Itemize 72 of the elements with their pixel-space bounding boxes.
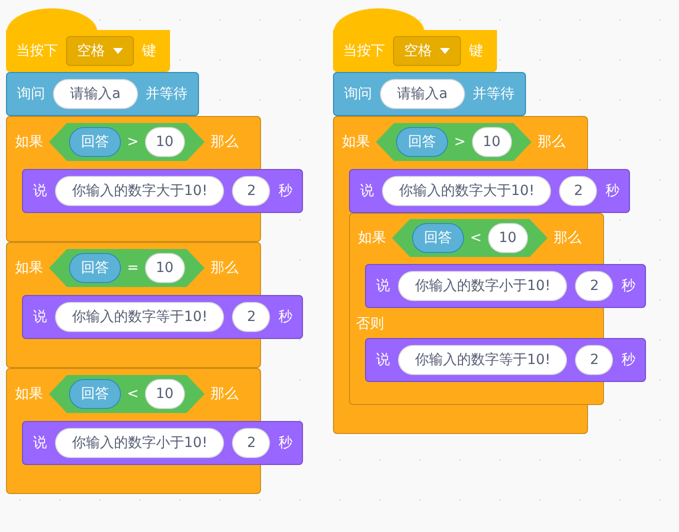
say-block: [365, 264, 646, 308]
text-input: 请输入a: [380, 79, 465, 109]
text-input: 10: [144, 379, 185, 409]
block-label: 那么: [538, 133, 566, 151]
text-input: 10: [144, 127, 185, 157]
say-block: [22, 421, 304, 465]
text-input: 2: [575, 271, 614, 301]
block-label: 如果: [15, 259, 43, 277]
block-label: 说: [360, 182, 374, 200]
block-label: 那么: [210, 385, 239, 403]
block-label: 说: [33, 308, 47, 326]
text-input: 你输入的数字大于10!: [55, 176, 224, 206]
operator-label: >: [127, 134, 139, 150]
block-label: 秒: [621, 277, 636, 295]
block-label: 秒: [278, 308, 292, 326]
text-input: 2: [559, 176, 598, 206]
block-label: 秒: [605, 182, 620, 200]
text-input: 你输入的数字等于10!: [398, 345, 568, 375]
text-input: 10: [472, 127, 512, 157]
operator-label: =: [127, 260, 139, 276]
text-input: 10: [488, 223, 528, 253]
block-label: 否则: [356, 315, 384, 333]
block-label: 并等待: [146, 85, 188, 103]
block-label: 那么: [210, 133, 239, 151]
say-block: [22, 295, 304, 339]
ask-block: [6, 72, 199, 116]
answer-reporter: 回答: [69, 127, 121, 157]
block-label: 说: [376, 277, 390, 295]
answer-reporter: 回答: [412, 223, 464, 253]
ask-block: [333, 72, 526, 116]
say-block: [349, 169, 630, 213]
block-label: 并等待: [472, 85, 515, 103]
text-input: 你输入的数字小于10!: [55, 428, 224, 458]
key-dropdown: 空格: [393, 36, 461, 66]
block-label: 如果: [358, 229, 386, 247]
say-block: [22, 169, 304, 213]
block-label: 如果: [342, 133, 370, 151]
block-label: 当按下: [343, 42, 385, 60]
text-input: 你输入的数字大于10!: [382, 176, 552, 206]
text-input: 请输入a: [53, 79, 138, 109]
block-label: 键: [469, 42, 483, 60]
block-label: 说: [33, 182, 47, 200]
block-label: 如果: [15, 133, 43, 151]
text-input: 2: [232, 176, 270, 206]
block-label: 询问: [17, 85, 45, 103]
block-label: 那么: [210, 259, 239, 277]
block-label: 键: [142, 42, 156, 60]
hat-block: [333, 8, 497, 72]
answer-reporter: 回答: [69, 379, 121, 409]
text-input: 2: [232, 302, 270, 332]
block-label: 秒: [621, 351, 636, 369]
text-input: 10: [144, 253, 185, 283]
text-input: 2: [575, 345, 614, 375]
key-dropdown: 空格: [66, 36, 134, 66]
text-input: 2: [232, 428, 270, 458]
operator-label: <: [127, 386, 139, 402]
block-label: 说: [376, 351, 390, 369]
operator-label: >: [454, 134, 466, 150]
block-label: 那么: [554, 229, 582, 247]
block-label: 询问: [344, 85, 372, 103]
answer-reporter: 回答: [69, 253, 121, 283]
block-label: 秒: [278, 182, 292, 200]
block-label: 秒: [278, 434, 292, 452]
text-input: 你输入的数字等于10!: [55, 302, 224, 332]
block-label: 如果: [15, 385, 43, 403]
answer-reporter: 回答: [396, 127, 448, 157]
text-input: 你输入的数字小于10!: [398, 271, 568, 301]
block-label: 当按下: [16, 42, 58, 60]
block-label: 说: [33, 434, 47, 452]
hat-block: [6, 8, 170, 72]
operator-label: <: [470, 230, 482, 246]
say-block: [365, 338, 646, 382]
